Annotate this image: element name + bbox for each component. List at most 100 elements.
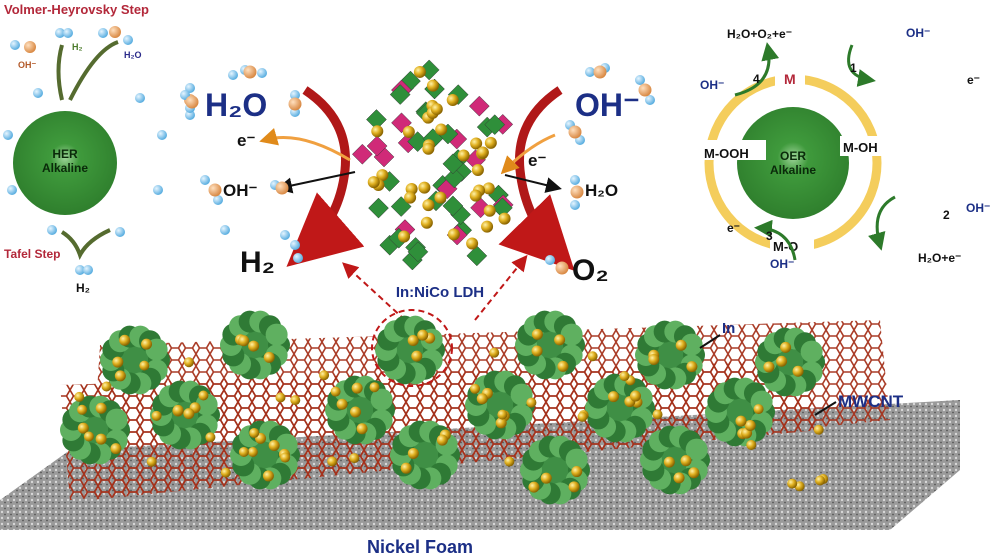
- octahedron: [469, 96, 489, 116]
- indium-atom: [371, 125, 383, 137]
- indium-atom: [557, 361, 568, 372]
- her-curved-arrows: [59, 42, 119, 100]
- oxygen-atom: [289, 98, 302, 111]
- indium-atom: [554, 334, 565, 345]
- indium-atom: [504, 457, 514, 467]
- indium-atom: [269, 440, 280, 451]
- e-right-label: e⁻: [528, 151, 546, 170]
- indium-atom: [763, 361, 774, 372]
- indium-atom: [814, 425, 824, 435]
- indium-atom: [238, 335, 249, 346]
- left-electron-arrow: [265, 138, 350, 161]
- indium-atom: [352, 383, 363, 394]
- indium-atom: [401, 463, 412, 474]
- h2-top-label: H₂: [72, 42, 83, 52]
- state-m: M: [784, 71, 796, 87]
- indium-atom: [205, 432, 215, 442]
- step1-e: e⁻: [967, 73, 980, 87]
- indium-atom: [248, 341, 259, 352]
- hydrogen-atom: [228, 70, 238, 80]
- indium-atom: [414, 66, 426, 78]
- indium-atom: [532, 329, 543, 340]
- oer-alkaline-label: Alkaline: [770, 163, 816, 177]
- oxygen-atom: [556, 262, 569, 275]
- hydrogen-atom: [293, 253, 303, 263]
- nanosheet: [106, 409, 128, 431]
- indium-atom: [489, 348, 499, 358]
- state-m-oh: M-OH: [843, 140, 878, 155]
- oxygen-atom: [186, 96, 199, 109]
- nanosheet: [801, 341, 823, 363]
- indium-atom: [499, 213, 511, 225]
- hydrogen-atom: [33, 88, 43, 98]
- indium-atom: [754, 404, 764, 414]
- indium-atom: [485, 137, 497, 149]
- indium-atom: [472, 164, 484, 176]
- indium-atom: [408, 335, 419, 346]
- indium-atom: [357, 423, 368, 434]
- h2-left-label: H₂: [240, 246, 275, 279]
- oh-left-label: OH⁻: [223, 181, 258, 200]
- hydrogen-atom: [123, 35, 133, 45]
- step2-arrow: [877, 197, 895, 245]
- indium-atom: [141, 339, 152, 350]
- hydrogen-atom: [570, 200, 580, 210]
- indium-atom: [532, 346, 543, 357]
- indium-atom: [735, 416, 746, 427]
- step-2-number: 2: [943, 208, 950, 222]
- hydrogen-atom: [83, 265, 93, 275]
- step3-e: e⁻: [727, 221, 740, 235]
- indium-atom: [470, 190, 482, 202]
- indium-atom: [653, 410, 663, 420]
- indium-atom: [422, 199, 434, 211]
- state-m-ooh: M-OOH: [704, 146, 749, 161]
- mwcnt-label: MWCNT: [838, 392, 904, 411]
- h2o-left-label: H₂O: [205, 87, 267, 123]
- hydrogen-atom: [570, 175, 580, 185]
- hydrogen-atom: [7, 185, 17, 195]
- hydrogen-atom: [280, 230, 290, 240]
- indium-atom: [681, 455, 692, 466]
- indium-atom: [477, 146, 489, 158]
- indium-atom: [152, 411, 162, 421]
- indium-atom: [458, 149, 470, 161]
- hydrogen-atom: [3, 130, 13, 140]
- indium-atom: [173, 405, 184, 416]
- left-red-arrow: [300, 90, 346, 255]
- right-black-arrow: [505, 175, 558, 188]
- indium-atom: [746, 440, 756, 450]
- indium-atom: [368, 176, 380, 188]
- indium-atom: [776, 356, 787, 367]
- ldh-cluster: [352, 60, 513, 270]
- indium-atom: [102, 381, 112, 391]
- indium-atom: [421, 217, 433, 229]
- indium-atom: [110, 443, 121, 454]
- indium-atom: [787, 479, 797, 489]
- indium-atom: [249, 428, 259, 438]
- hydrogen-atom: [135, 93, 145, 103]
- oh-right-label: OH⁻: [575, 87, 640, 123]
- step2-oh: OH⁻: [966, 201, 990, 215]
- hydrogen-atom: [220, 225, 230, 235]
- step3-oh: OH⁻: [770, 257, 794, 271]
- indium-atom: [337, 399, 348, 410]
- step4-products: H₂O+O₂+e⁻: [727, 27, 792, 41]
- h2o-right-label: H₂O: [585, 181, 618, 200]
- oxygen-atom: [24, 41, 36, 53]
- indium-atom: [497, 410, 507, 420]
- indium-atom: [447, 94, 459, 106]
- in-label: In: [722, 320, 735, 337]
- indium-atom: [84, 431, 94, 441]
- oxygen-atom: [244, 66, 257, 79]
- step-3-number: 3: [766, 229, 773, 243]
- indium-atom: [569, 481, 580, 492]
- octahedron: [369, 198, 389, 218]
- indium-atom: [411, 351, 422, 362]
- hydrogen-atom: [10, 40, 20, 50]
- substrate-panel: In MWCNT Nickel Foam: [0, 310, 960, 557]
- indium-atom: [112, 357, 123, 368]
- indium-atom: [578, 412, 588, 422]
- indium-atom: [435, 123, 447, 135]
- indium-atom: [780, 342, 791, 353]
